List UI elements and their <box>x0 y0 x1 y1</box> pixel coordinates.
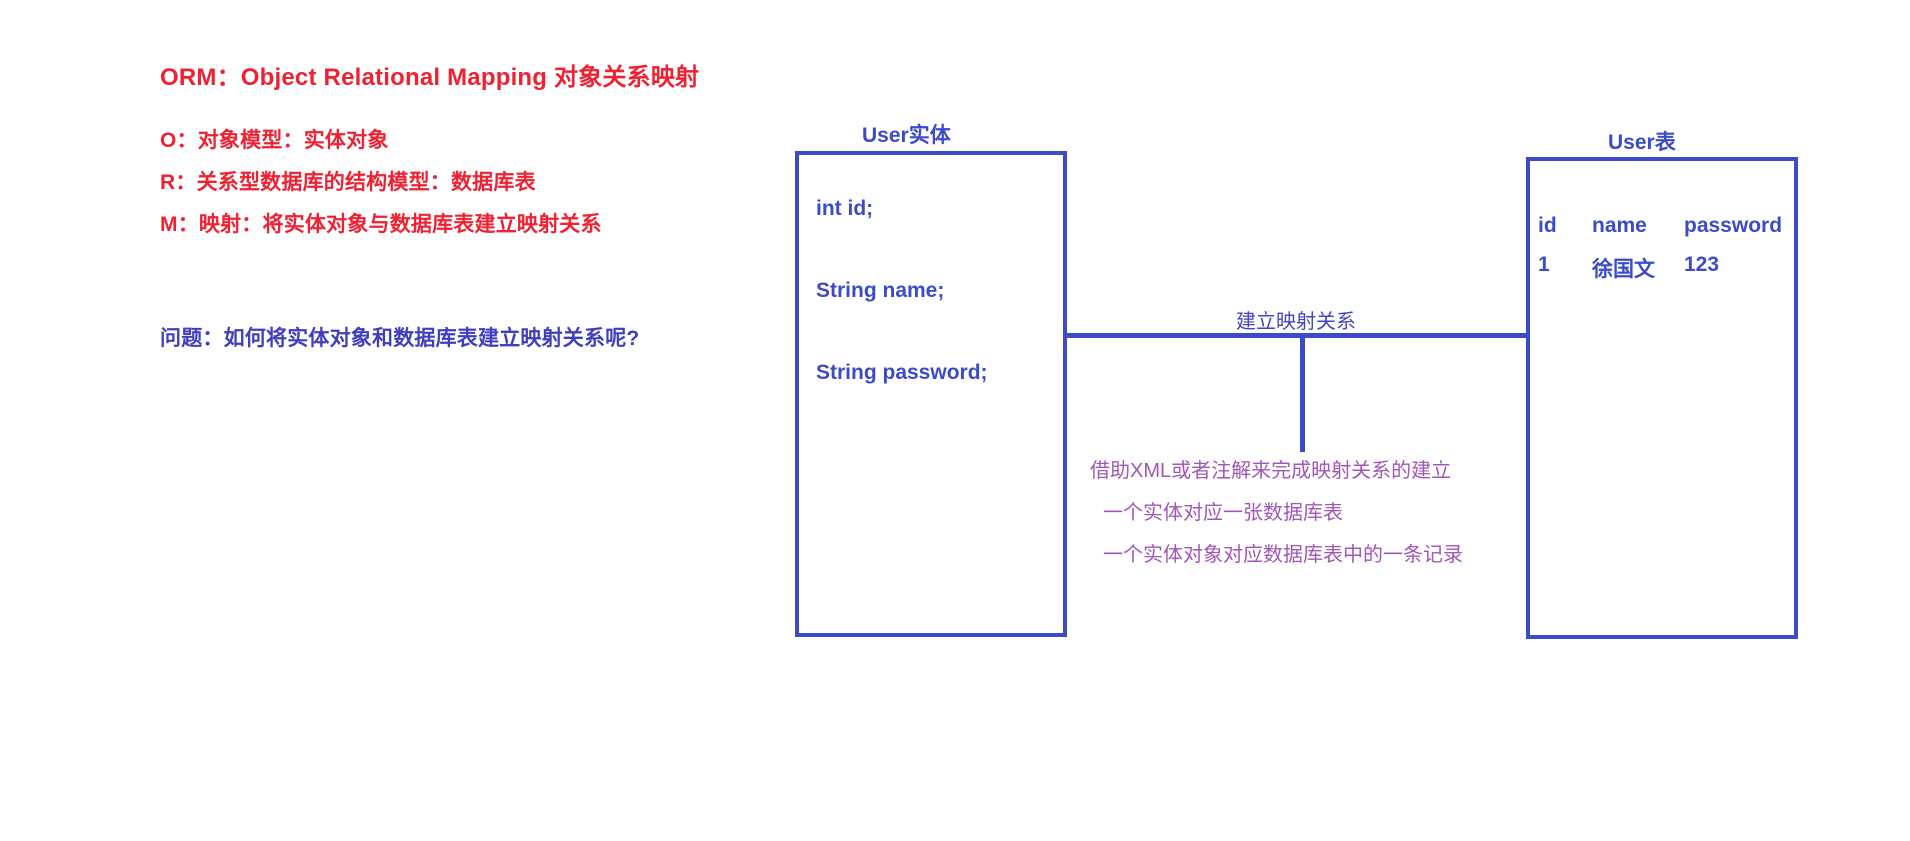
entity-field-id: int id; <box>816 197 874 220</box>
entity-field-name: String name; <box>816 279 945 302</box>
orm-line-object: O：对象模型：实体对象 <box>160 129 389 152</box>
connector-horizontal-line <box>1063 333 1530 338</box>
annotation-entity-to-table: 一个实体对应一张数据库表 <box>1103 502 1343 524</box>
annotation-object-to-record: 一个实体对象对应数据库表中的一条记录 <box>1103 544 1463 566</box>
table-col-name: name <box>1592 214 1647 237</box>
connector-label: 建立映射关系 <box>1236 311 1356 333</box>
table-cell-name: 徐国文 <box>1592 258 1655 281</box>
orm-line-relational: R：关系型数据库的结构模型：数据库表 <box>160 171 536 194</box>
orm-line-mapping: M：映射：将实体对象与数据库表建立映射关系 <box>160 213 602 236</box>
table-box: id name password 1 徐国文 123 <box>1526 157 1798 639</box>
annotation-xml-mapping: 借助XML或者注解来完成映射关系的建立 <box>1090 460 1452 482</box>
table-box-title: User表 <box>1608 131 1676 154</box>
table-col-id: id <box>1538 214 1557 237</box>
table-row: 1 徐国文 123 <box>1538 253 1719 283</box>
table-header-row: id name password <box>1538 214 1782 238</box>
orm-title: ORM：Object Relational Mapping 对象关系映射 <box>160 64 700 91</box>
table-cell-password: 123 <box>1684 253 1720 276</box>
question-text: 问题：如何将实体对象和数据库表建立映射关系呢? <box>160 327 640 350</box>
connector-vertical-line <box>1300 337 1305 452</box>
entity-box: int id; String name; String password; <box>795 151 1067 637</box>
table-col-password: password <box>1684 214 1783 237</box>
table-cell-id: 1 <box>1538 253 1550 276</box>
entity-field-password: String password; <box>816 361 988 384</box>
entity-box-title: User实体 <box>862 124 951 147</box>
